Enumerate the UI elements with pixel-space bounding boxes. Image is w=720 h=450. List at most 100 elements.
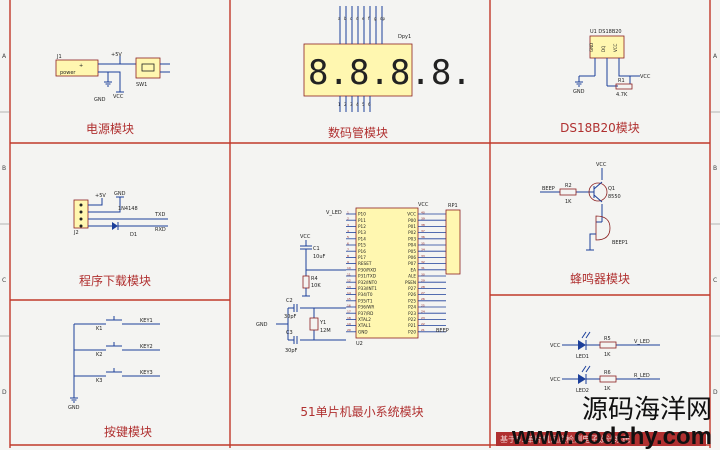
border-letter-right-c: C [713,277,717,284]
mcu-right-pin-num: 26 [421,297,425,301]
mcu-left-pin-num: 4 [347,229,349,233]
mcu-module: P101P112P123P134P145P156P167P178RESET9P3… [256,202,461,354]
led-2-resistor [599,375,617,383]
mcu-pack-ref: RP1 [448,203,458,209]
power-jack-ref: J1 [56,54,62,60]
mcu-right-pin-label: P26 [408,292,416,297]
power-module-title: 电源模块 [86,122,134,136]
border-letter-right-a: A [713,53,718,60]
mcu-beep: BEEP [436,328,449,334]
mcu-right-pin-label: P05 [408,249,416,254]
mcu-left-pin-label: P37/RD [358,311,373,316]
buzzer-r2-ref: R2 [565,183,572,189]
seg-bottom-pin-2: 2 [344,102,347,107]
mcu-right-pin-num: 25 [421,303,425,307]
seg-pin-g: g [374,16,377,21]
mcu-right-pin-label: P20 [408,329,416,334]
mcu-right-pin-num: 40 [421,210,425,214]
keys-gnd: GND [68,405,80,411]
led-1-vcc: VCC [550,343,561,349]
mcu-right-pin-num: 35 [421,241,425,245]
mcu-right-pin-num: 27 [421,291,425,295]
mcu-left-pin-num: 13 [347,285,351,289]
led-2-ref: LED2 [576,388,589,394]
seg-ref: Dpy1 [398,34,411,40]
mcu-left-pin-label: P14 [358,236,366,241]
watermark-url: www.codehy.com [511,423,712,450]
mcu-right-pin-label: P03 [408,236,416,241]
download-diode [112,222,118,230]
mcu-reset-vcc: VCC [300,234,311,240]
mcu-left-pin-label: P15 [358,243,366,248]
mcu-left-pin-label: P12 [358,224,366,229]
mcu-crystal [309,317,319,331]
mcu-y1: Y1 [319,320,326,326]
mcu-left-pin-num: 10 [347,266,351,270]
mcu-right-pin-num: 37 [421,229,425,233]
mcu-right-pin-label: P07 [408,261,416,266]
bottom-caption-bar [496,432,706,446]
mcu-left-pin-num: 5 [347,235,349,239]
ds18b20-pin-vcc: VCC [613,43,618,52]
led-2-vcc: VCC [550,377,561,383]
led-1: VCC LED1 R5 1K V_LED [550,331,660,360]
mcu-left-pin-num: 16 [347,303,351,307]
buzzer-module: VCC BEEP R2 1K Q1 8550 BEEP1 [540,162,628,251]
mcu-c3: C3 [286,330,293,336]
mcu-right-pin-num: 33 [421,254,425,258]
buzzer-q1-val: 8550 [608,194,621,200]
mcu-r4 [302,275,310,289]
ds18b20-chip [589,35,625,59]
key-3: K3 KEY3 [96,368,160,384]
mcu-left-pin-label: P32/INT0 [358,280,377,285]
border-letter-left-a: A [2,53,7,60]
led-1-net: V_LED [634,339,650,345]
mcu-c2-val: 30pF [284,314,297,320]
mcu-right-pin-label: P27 [408,286,416,291]
mcu-right-pin-label: VCC [407,212,416,217]
power-switch [135,57,161,79]
mcu-left-pin-label: P10 [358,212,366,217]
download-module: +5V GND J2 1N4148 D1 TXD RXD [73,191,168,238]
ds18b20-module-title: DS18B20模块 [560,121,640,135]
power-vcc-plus: +5V [111,52,122,58]
seg-bottom-pin-4: 4 [356,102,359,107]
mcu-left-pin-num: 15 [347,297,351,301]
seg-bottom-pin-1: 1 [338,102,341,107]
mcu-right-pin-num: 28 [421,285,425,289]
buzzer-module-title: 蜂鸣器模块 [570,271,630,286]
key-2-net: KEY2 [140,344,153,350]
mcu-gnd: GND [256,322,268,328]
mcu-left-pin-num: 17 [347,310,351,314]
mcu-vled: V_LED [326,210,342,216]
mcu-right-pin-num: 39 [421,217,425,221]
mcu-right-pin-num: 30 [421,272,425,276]
mcu-left-pin-num: 1 [347,210,349,214]
download-rxd: RXD [155,227,166,233]
border-letter-left-c: C [2,277,6,284]
bottom-caption: 基于51单片机温度检测电子设计系统 [500,434,630,444]
mcu-left-pin-label: P36/WR [358,305,374,310]
mcu-right-pin-label: P01 [408,224,416,229]
mcu-left-pin-label: P17 [358,255,366,260]
led-1-res-val: 1K [604,352,611,358]
seg-pin-c: c [350,16,352,21]
mcu-right-pin-num: 31 [421,266,425,270]
led-2-res-ref: R6 [604,370,611,376]
mcu-right-pin-label: EA [410,267,416,272]
mcu-right-pin-num: 21 [421,328,425,332]
keys-module-title: 按键模块 [104,425,152,439]
mcu-left-pin-num: 9 [347,260,349,264]
buzzer-vcc: VCC [596,162,607,168]
buzzer-ref: BEEP1 [612,240,628,246]
mcu-c1: C1 [313,246,320,252]
download-vcc-plus: +5V [95,193,106,199]
buzzer-transistor [588,182,608,202]
key-3-net: KEY3 [140,370,153,376]
power-jack-label: power [60,70,76,76]
mcu-right-pin-num: 29 [421,279,425,283]
mcu-left-pin-num: 18 [347,316,351,320]
mcu-right-pin-num: 32 [421,260,425,264]
mcu-left-pin-num: 12 [347,279,351,283]
ds18b20-resistor-val: 4.7K [616,92,628,98]
